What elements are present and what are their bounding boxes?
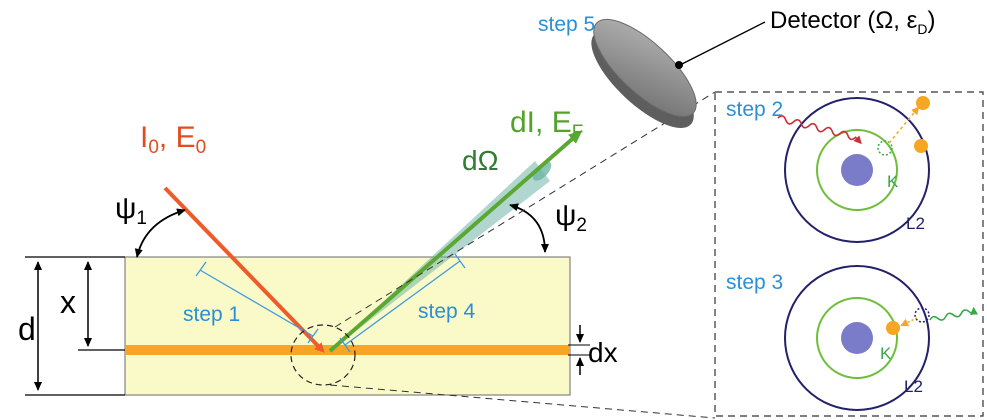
psi2-subscript: 2 <box>576 215 587 236</box>
zoom-line-bottom <box>329 384 716 419</box>
detector-disk-icon <box>591 18 697 128</box>
atom-icon: step 2 K L2 <box>726 96 930 243</box>
nucleus <box>841 154 873 186</box>
atom-bottom-step-label: step 3 <box>726 271 783 294</box>
nucleus <box>841 322 873 354</box>
solid-angle-label: dΩ <box>462 145 499 176</box>
photon-wave-icon <box>929 306 978 321</box>
atom-bottom-k-label: K <box>880 344 892 363</box>
electron-icon <box>916 96 930 110</box>
thickness-label: d <box>18 311 36 347</box>
zoom-line-top <box>334 91 716 328</box>
photon-wave-icon <box>777 115 862 145</box>
sample-body <box>124 256 571 396</box>
incident-beam-label: I0, E0 <box>140 121 206 158</box>
transition-arrow <box>900 317 918 327</box>
detector-leader-line <box>679 21 766 66</box>
atom-icon-step3: step 3 K L2 <box>726 265 978 411</box>
step5-label: step 5 <box>538 13 595 36</box>
detector-label: Detector (Ω, εD) <box>770 7 935 37</box>
thickness-dimension: d <box>18 256 125 396</box>
depth-label: x <box>60 284 76 320</box>
atom-bottom-l2-label: L2 <box>904 377 923 396</box>
psi1-angle: ψ1 <box>115 192 186 258</box>
l2-electron <box>914 139 928 153</box>
psi2-symbol: ψ <box>555 199 576 232</box>
psi1-symbol: ψ <box>115 192 136 225</box>
vacated-l2-site <box>914 307 930 323</box>
detail-box <box>714 91 984 417</box>
analyzed-layer <box>125 345 570 355</box>
psi2-angle: ψ2 <box>509 199 587 253</box>
atom-top-l2-label: L2 <box>906 214 925 233</box>
psi1-subscript: 1 <box>136 208 147 229</box>
k-shell <box>816 297 898 379</box>
step4-bracket: step 4 <box>339 253 476 353</box>
electron-icon <box>886 321 900 335</box>
sample-slab <box>124 256 571 396</box>
atom-top-k-label: K <box>887 172 899 191</box>
layer-thickness-dimension: dx <box>568 325 618 375</box>
svg-text:ψ2: ψ2 <box>555 199 587 236</box>
atom-top-step-label: step 2 <box>726 98 783 121</box>
l2-shell <box>784 265 930 411</box>
incident-beam <box>163 186 325 353</box>
step1-label: step 1 <box>183 303 240 326</box>
l2-shell <box>784 97 930 243</box>
k-shell <box>816 129 898 211</box>
fluorescence-beam-label: dI, EF <box>510 106 583 143</box>
depth-dimension: x <box>60 261 125 351</box>
detector-leader-dot <box>675 61 683 69</box>
step1-bracket: step 1 <box>183 261 319 344</box>
vacancy <box>877 140 893 156</box>
layer-thickness-label: dx <box>588 337 618 368</box>
step4-label: step 4 <box>418 300 476 323</box>
zoom-ellipse <box>290 324 356 386</box>
ejection-path <box>888 106 920 144</box>
fluorescence-beam <box>328 130 583 353</box>
svg-text:ψ1: ψ1 <box>115 192 147 229</box>
